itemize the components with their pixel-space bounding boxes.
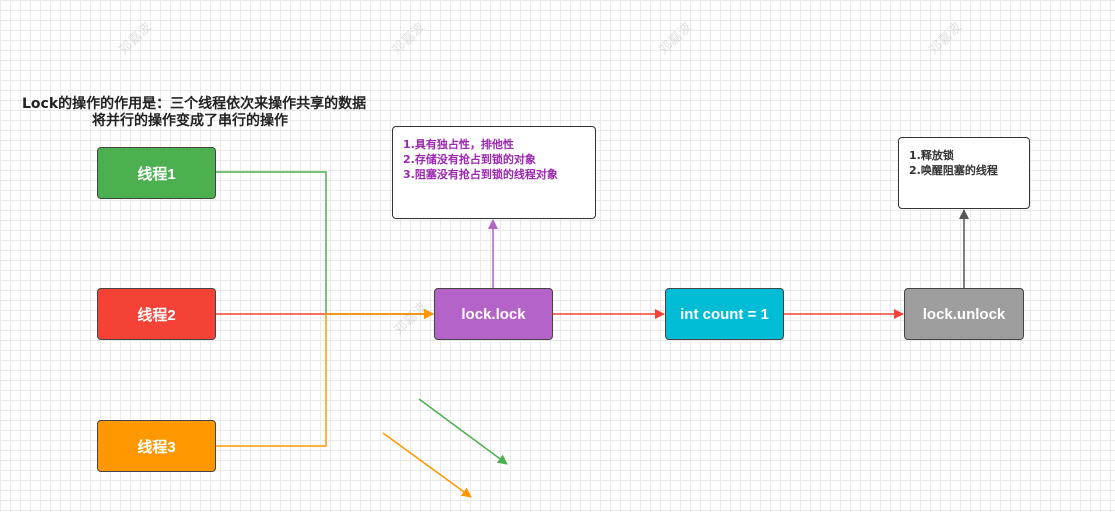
thread2-node: 线程2: [97, 288, 216, 340]
lock-note: 1.具有独占性，排他性 2.存储没有抢占到锁的对象 3.阻塞没有抢占到锁的线程对…: [392, 126, 596, 219]
edge-thread3-to-lock: [216, 309, 434, 447]
count-node: int count = 1: [665, 288, 784, 340]
loose-arrow-green: [418, 398, 508, 465]
unlock-note: 1.释放锁 2.唤醒阻塞的线程: [898, 137, 1030, 209]
lock-node: lock.lock: [434, 288, 553, 340]
lock-note-line: 1.具有独占性，排他性: [403, 138, 514, 151]
diagram-title-line-1: Lock的操作的作用是：三个线程依次来操作共享的数据: [22, 96, 367, 112]
unlock-note-line: 1.释放锁: [909, 149, 954, 162]
lock-label: lock.lock: [461, 305, 526, 323]
thread3-label: 线程3: [137, 438, 176, 456]
lock-note-line: 3.阻塞没有抢占到锁的线程对象: [403, 168, 558, 181]
unlock-note-line: 2.唤醒阻塞的线程: [909, 164, 998, 177]
thread1-label: 线程1: [137, 165, 176, 183]
thread3-node: 线程3: [97, 420, 216, 472]
count-label: int count = 1: [680, 305, 769, 323]
thread1-node: 线程1: [97, 147, 216, 199]
loose-arrow-orange: [382, 432, 472, 498]
lock-note-line: 2.存储没有抢占到锁的对象: [403, 153, 536, 166]
diagram-title-line-2: 将并行的操作变成了串行的操作: [92, 113, 288, 129]
unlock-label: lock.unlock: [922, 305, 1006, 323]
unlock-node: lock.unlock: [904, 288, 1024, 340]
thread2-label: 线程2: [137, 306, 176, 324]
